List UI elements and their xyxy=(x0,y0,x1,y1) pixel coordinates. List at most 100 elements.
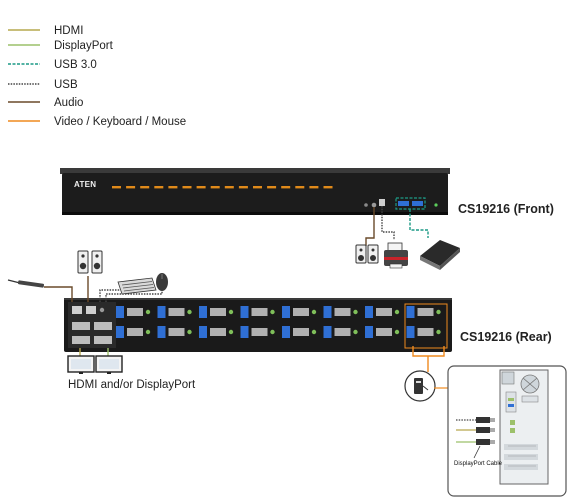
console-label: HDMI and/or DisplayPort xyxy=(68,379,196,391)
speakers-icon xyxy=(355,244,379,264)
legend-label-audio: Audio xyxy=(54,97,83,109)
vkm-cable-left xyxy=(412,346,434,357)
rear-audio-jack xyxy=(394,329,400,335)
front-led xyxy=(112,186,121,189)
rear-audio-jack xyxy=(270,329,275,335)
rear-usb3-port xyxy=(240,326,249,338)
front-usb3-cable xyxy=(409,209,429,238)
rear-unit-edge xyxy=(64,298,452,300)
front-led xyxy=(309,186,319,189)
front-led xyxy=(168,186,178,189)
rear-usb3-port xyxy=(323,326,332,338)
legend-item-hdmi: HDMI xyxy=(8,25,83,37)
front-audio-jack-2 xyxy=(371,202,377,208)
rear-video-port xyxy=(293,308,309,316)
computer-cables xyxy=(412,346,445,372)
rear-video-port xyxy=(168,328,185,336)
rear-audio-jack xyxy=(436,309,441,315)
rear-usb3-port xyxy=(116,326,124,338)
rear-audio-jack xyxy=(353,309,358,315)
legend-item-usb: USB xyxy=(8,79,78,91)
monitor-icon xyxy=(67,355,95,374)
legend-item-displayport: DisplayPort xyxy=(8,40,114,52)
rear-audio-jack xyxy=(228,329,234,335)
rear-usb3-port xyxy=(157,306,166,318)
legend: HDMI DisplayPort USB 3.0 USB Audio Video… xyxy=(8,25,186,128)
dp-connector xyxy=(476,439,490,445)
front-unit-label: CS19216 (Front) xyxy=(458,202,554,216)
rear-usb3-port xyxy=(157,326,166,338)
rear-usb3-port xyxy=(116,306,124,318)
pc-tower-icon xyxy=(499,369,549,485)
legend-label-usb: USB xyxy=(54,79,78,91)
legend-item-audio: Audio xyxy=(8,97,83,109)
front-usb-port xyxy=(379,199,385,206)
console-usb-port xyxy=(86,306,96,314)
front-led xyxy=(295,186,305,189)
microphone-icon xyxy=(7,279,45,288)
rear-video-port xyxy=(210,308,226,316)
front-unit: ATEN CS19216 (Front) xyxy=(60,168,554,216)
mic-cable xyxy=(44,286,73,302)
front-led xyxy=(126,186,136,189)
rear-audio-jack xyxy=(145,309,151,315)
legend-label-vkm: Video / Keyboard / Mouse xyxy=(54,116,186,128)
front-unit-top xyxy=(60,168,450,174)
keyboard-cable xyxy=(99,289,120,302)
mouse-cable xyxy=(105,290,163,302)
rear-video-port xyxy=(334,308,351,316)
rear-usb3-port xyxy=(199,306,207,318)
rear-video-port xyxy=(376,308,392,316)
console-dp-port xyxy=(94,322,112,330)
rear-usb3-port xyxy=(323,306,332,318)
front-usb-cable xyxy=(381,206,395,240)
rear-usb3-port xyxy=(240,306,249,318)
rear-port-grid xyxy=(72,303,448,349)
legend-label-hdmi: HDMI xyxy=(54,25,83,37)
dp-pointer xyxy=(473,445,481,459)
rear-video-port xyxy=(127,328,143,336)
front-led xyxy=(182,186,192,189)
rear-video-port xyxy=(376,328,392,336)
rear-usb3-port xyxy=(282,306,290,318)
legend-item-vkm: Video / Keyboard / Mouse xyxy=(8,116,186,128)
front-audio-jack-1 xyxy=(364,203,368,207)
rear-audio-jack xyxy=(394,309,400,315)
rear-video-port xyxy=(210,328,226,336)
computer-connectors xyxy=(456,417,495,459)
front-usb3-port-2 xyxy=(412,201,423,206)
usb-connector xyxy=(476,417,490,423)
front-audio-cable xyxy=(365,207,375,246)
rear-unit: CS19216 (Rear) xyxy=(64,298,552,352)
rear-audio-jack xyxy=(187,309,192,315)
rear-video-port xyxy=(417,328,434,336)
front-led xyxy=(196,186,206,189)
monitor-icon xyxy=(95,355,123,374)
printer-icon xyxy=(384,242,408,269)
front-led xyxy=(253,186,262,189)
legend-item-usb3: USB 3.0 xyxy=(8,59,97,71)
front-led xyxy=(281,186,291,189)
computer-inset: DisplayPort Cable xyxy=(447,365,567,497)
rear-audio-jack xyxy=(187,329,192,335)
front-usb3-port-1 xyxy=(398,201,409,206)
rear-video-port xyxy=(293,328,309,336)
console-audio-jack xyxy=(99,307,105,313)
cable-bundle-icon xyxy=(404,370,436,402)
rear-audio-jack xyxy=(436,329,441,335)
rear-video-port xyxy=(127,308,143,316)
vkm-cable-right xyxy=(434,346,445,357)
hdmi-connector xyxy=(476,427,490,433)
rear-usb3-port xyxy=(365,306,373,318)
front-power-led xyxy=(434,203,438,207)
rear-usb3-port xyxy=(365,326,373,338)
console-hdmi-port xyxy=(72,322,90,330)
console-hdmi-port xyxy=(72,336,90,344)
front-led xyxy=(210,186,220,189)
rear-video-port xyxy=(251,328,268,336)
rear-audio-jack xyxy=(353,329,358,335)
rear-video-port xyxy=(251,308,268,316)
front-led xyxy=(238,186,248,189)
displayport-cable-label: DisplayPort Cable xyxy=(454,461,503,467)
